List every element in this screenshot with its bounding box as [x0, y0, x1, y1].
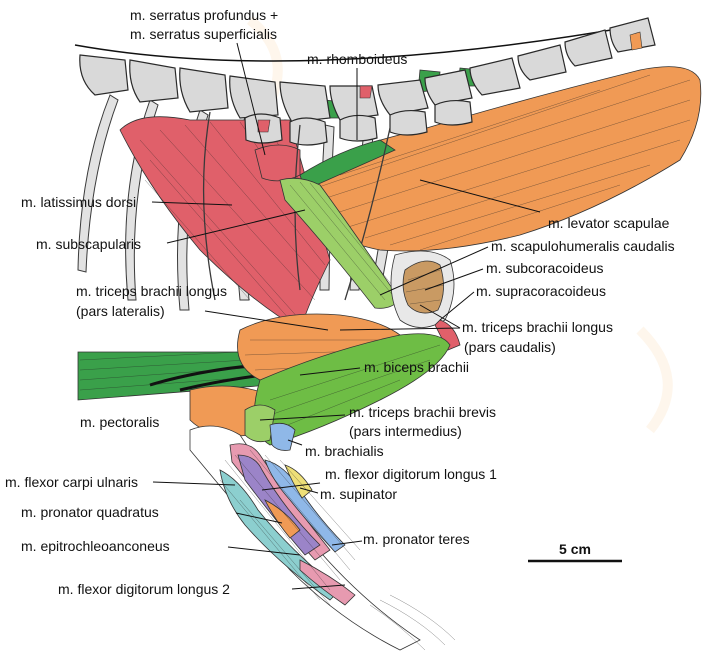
leader-lines — [151, 42, 541, 590]
label-supinator: m. supinator — [320, 486, 397, 502]
label-flexor-carpi: m. flexor carpi ulnaris — [5, 474, 138, 490]
forearm — [189, 425, 456, 651]
label-scapulohumeralis: m. scapulohumeralis caudalis — [491, 238, 675, 254]
scale-bar: 5 cm — [528, 541, 622, 563]
levator-scapulae-muscle — [299, 66, 702, 252]
label-biceps: m. biceps brachii — [364, 359, 469, 375]
shoulder-muscles — [390, 250, 461, 351]
label-triceps-long-lat-2: (pars lateralis) — [76, 303, 165, 319]
label-rhomboideus: m. rhomboideus — [307, 51, 407, 67]
label-subcoracoideus: m. subcoracoideus — [486, 260, 604, 276]
label-serratus: m. serratus profundus + — [130, 7, 278, 23]
label-pectoralis: m. pectoralis — [80, 414, 159, 430]
label-flexor-dig2: m. flexor digitorum longus 2 — [58, 581, 230, 597]
label-triceps-long-lat: m. triceps brachii longus — [76, 283, 227, 299]
labels: m. serratus profundus + m. serratus supe… — [5, 7, 675, 597]
label-latissimus: m. latissimus dorsi — [21, 194, 136, 210]
label-brachialis: m. brachialis — [305, 443, 384, 459]
label-epitrochleo: m. epitrochleoanconeus — [21, 538, 170, 554]
label-triceps-brevis: m. triceps brachii brevis — [349, 404, 496, 420]
label-flexor-dig1: m. flexor digitorum longus 1 — [325, 466, 497, 482]
label-pronator-quad: m. pronator quadratus — [21, 504, 159, 520]
serratus-muscles — [119, 116, 331, 331]
label-serratus-2: m. serratus superficialis — [130, 26, 277, 42]
label-levator: m. levator scapulae — [548, 215, 670, 231]
brachialis-muscle — [269, 422, 296, 451]
label-supracoracoideus: m. supracoracoideus — [476, 283, 606, 299]
vertebral-column — [74, 17, 656, 146]
label-triceps-brevis-2: (pars intermedius) — [349, 423, 462, 439]
label-triceps-long-caud: m. triceps brachii longus — [462, 319, 613, 335]
label-triceps-long-caud-2: (pars caudalis) — [464, 339, 556, 355]
label-subscapularis: m. subscapularis — [36, 236, 141, 252]
label-pronator-teres: m. pronator teres — [363, 531, 470, 547]
scale-bar-label: 5 cm — [559, 541, 591, 557]
